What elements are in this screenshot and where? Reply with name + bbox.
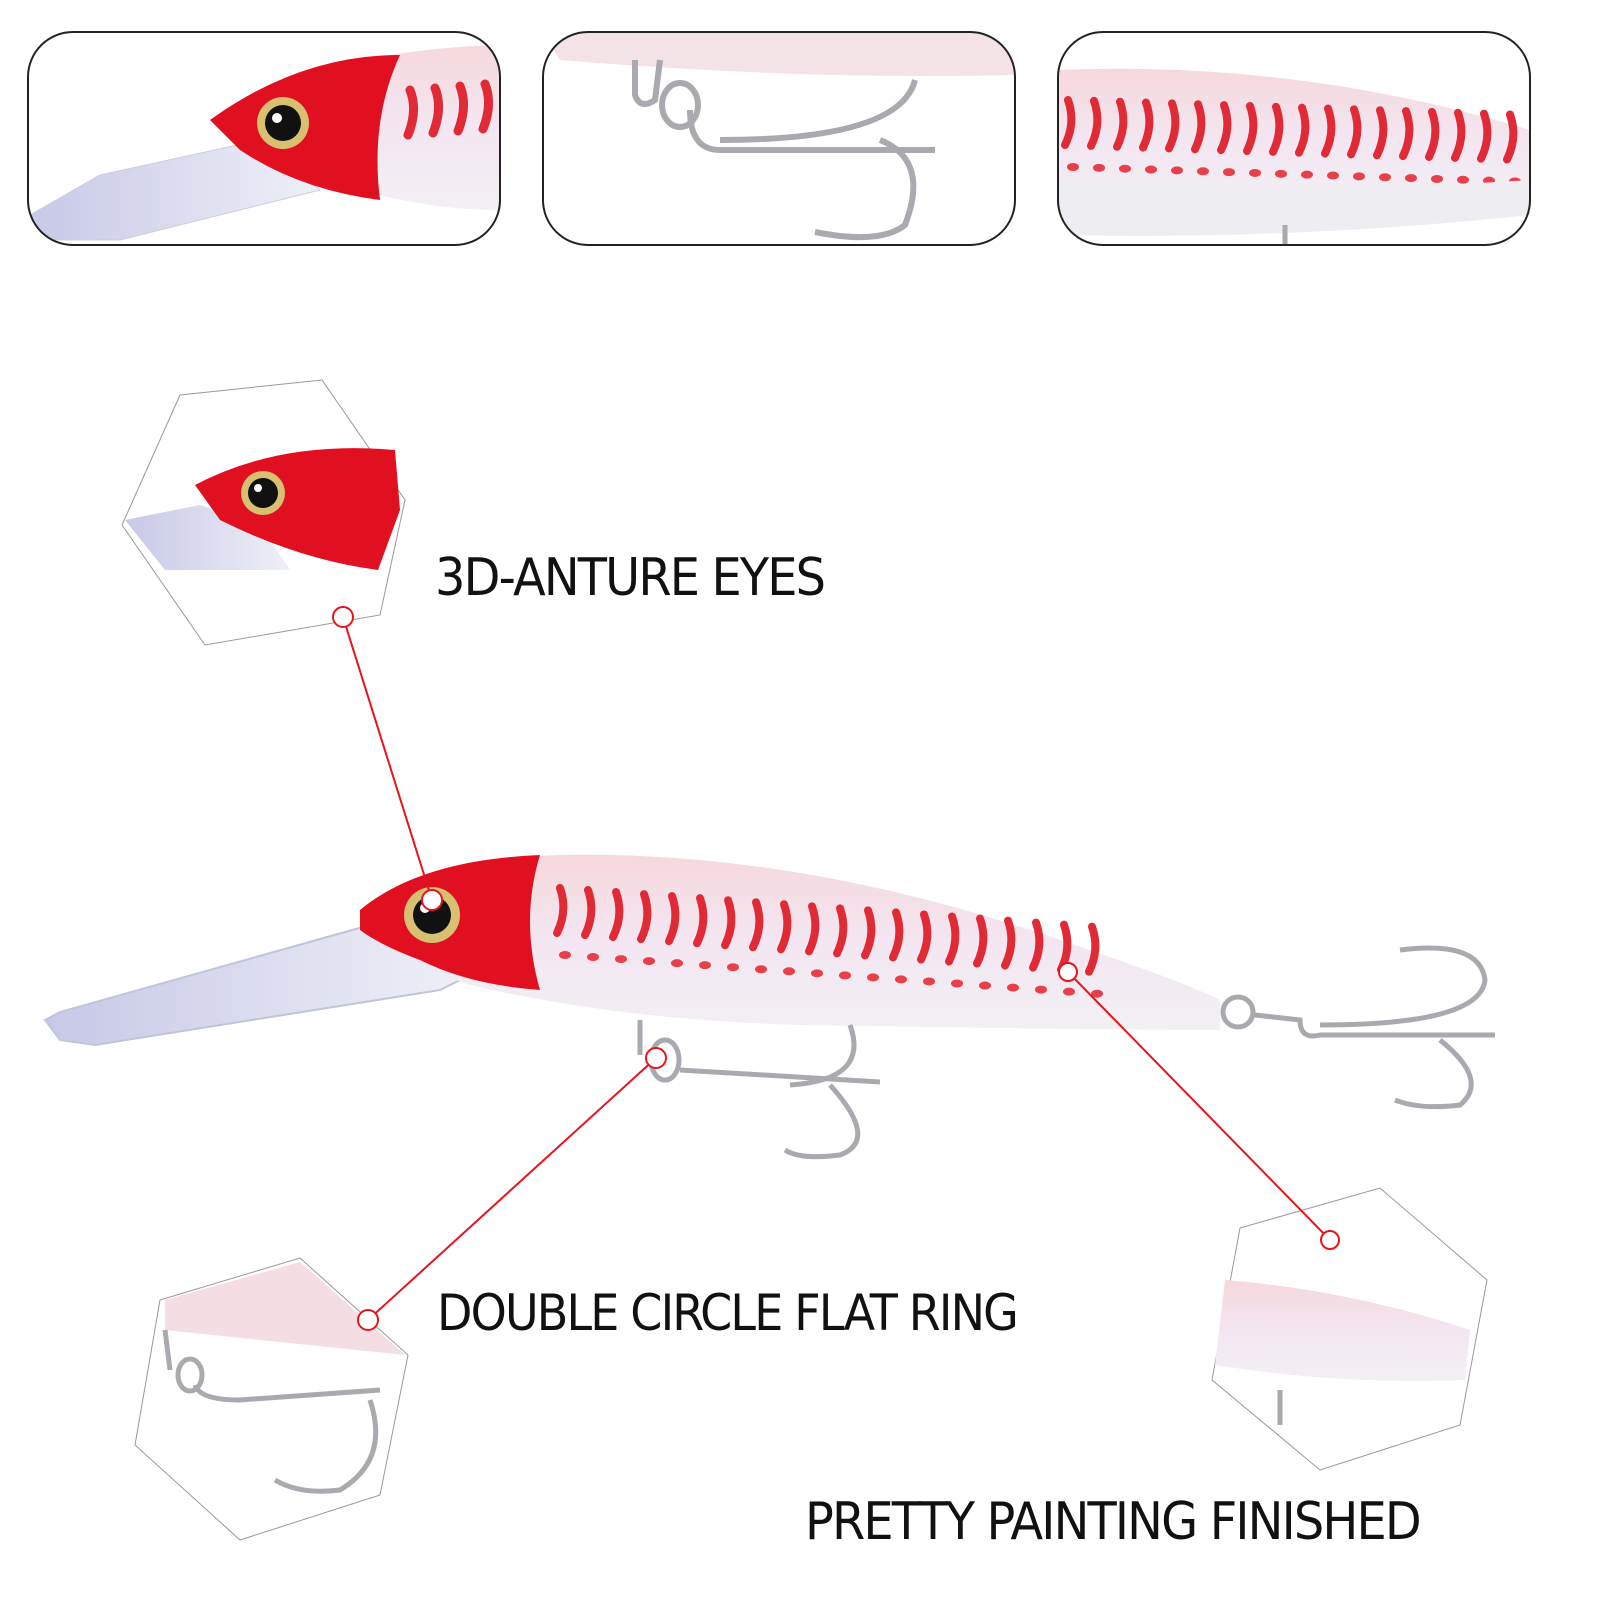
fishing-lure (43, 854, 1495, 1160)
panel-frame (1057, 31, 1531, 246)
detail-panel-ring (543, 32, 1015, 241)
feature-label-painting: PRETTY PAINTING FINISHED (805, 1492, 1422, 1552)
feature-label-eyes: 3D-ANTURE EYES (435, 548, 826, 608)
callout-dot (645, 1047, 667, 1069)
callout-dot (421, 889, 443, 911)
panel-frame (27, 31, 501, 246)
callout-dot (1320, 1230, 1340, 1250)
detail-panel-painting (1058, 68, 1530, 245)
hexagon-detail-eyes (121, 379, 406, 646)
hexagon-detail-painting (1211, 1187, 1488, 1471)
hexagon-detail-ring (134, 1257, 409, 1541)
callout-dot (332, 606, 354, 628)
callout-dot (1058, 962, 1078, 982)
feature-label-ring: DOUBLE CIRCLE FLAT RING (437, 1284, 1019, 1342)
panel-frame (542, 31, 1016, 246)
callout-lines (332, 606, 1340, 1331)
detail-panel-head (29, 45, 500, 241)
callout-dot (357, 1309, 379, 1331)
